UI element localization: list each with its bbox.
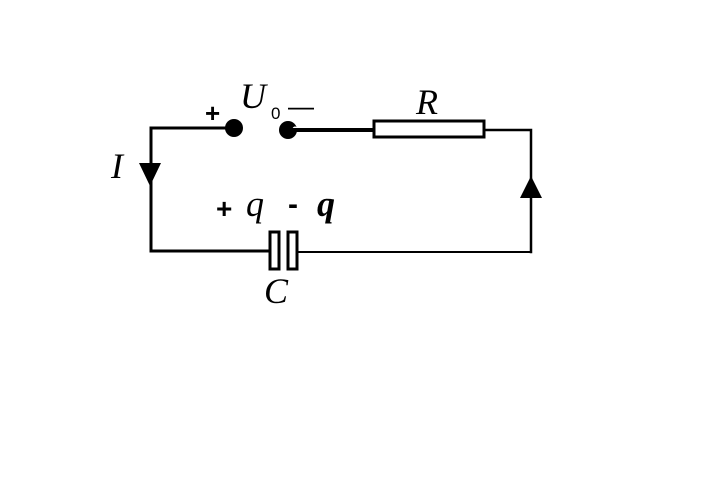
capacitor-minus-sign: - <box>288 188 298 221</box>
wire-top-right <box>482 128 533 254</box>
source-negative-terminal <box>279 121 297 139</box>
resistor <box>372 119 486 139</box>
capacitor-label: C <box>264 271 289 311</box>
capacitor-positive-charge: q <box>246 184 264 224</box>
source-positive-terminal <box>225 119 243 137</box>
source-plus-sign: + <box>205 98 220 128</box>
wire-bottom-left <box>149 180 272 253</box>
current-arrow-up <box>520 176 542 198</box>
source-voltage-subscript: 0 <box>271 104 280 123</box>
resistor-label: R <box>415 82 438 122</box>
current-label: I <box>110 146 125 186</box>
current-arrow-down <box>139 163 161 186</box>
capacitor-plus-sign: + <box>216 193 232 224</box>
capacitor-left-plate <box>268 230 281 271</box>
capacitor-negative-charge: q <box>317 184 335 224</box>
capacitor-right-plate <box>286 230 299 271</box>
source-voltage-symbol: U <box>240 76 268 116</box>
source-minus-sign: — <box>288 91 314 121</box>
wire-top-left <box>149 126 234 168</box>
